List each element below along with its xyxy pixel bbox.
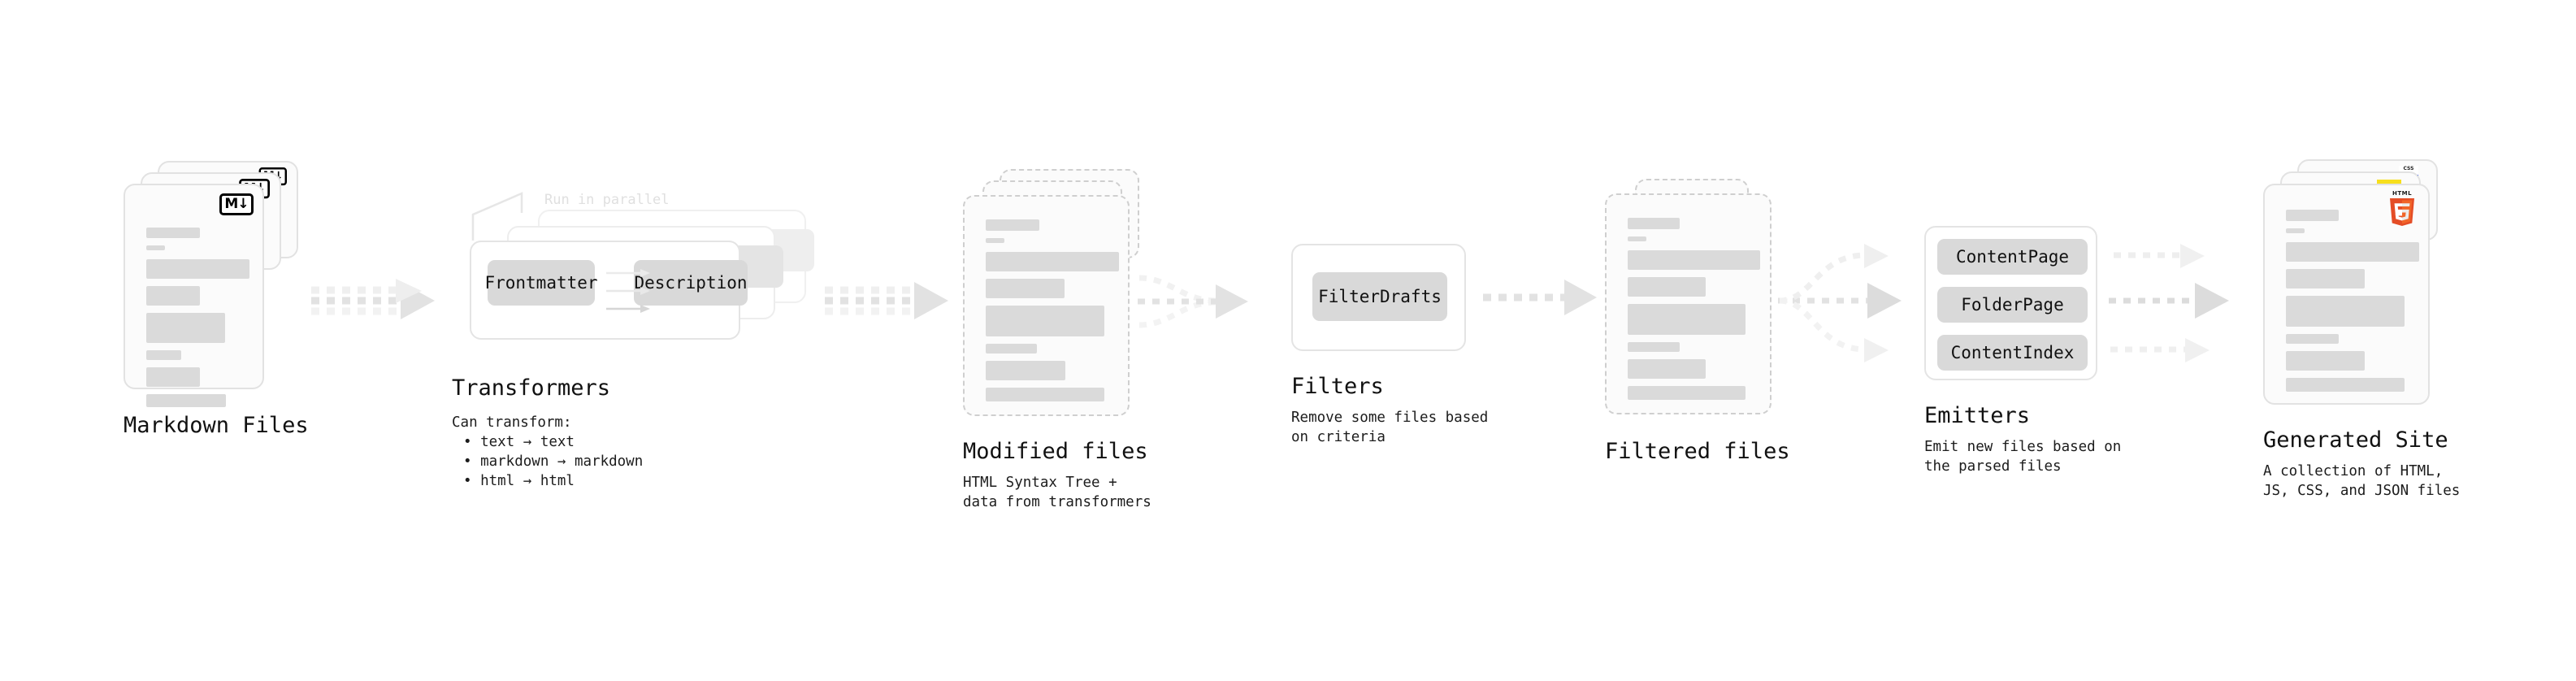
bar	[146, 313, 225, 343]
filtered-card-main	[1605, 193, 1772, 414]
modified-card-main	[963, 195, 1130, 416]
transformers-bullet-list: • text → text • markdown → markdown • ht…	[463, 432, 643, 491]
pill-folderpage[interactable]: FolderPage	[1937, 287, 2088, 323]
stage-title-filters: Filters	[1291, 374, 1384, 399]
bullet-item: • html → html	[463, 473, 575, 489]
bar	[986, 361, 1065, 380]
filters-box: FilterDrafts	[1291, 244, 1466, 351]
bar	[986, 344, 1037, 354]
annotation-run-in-parallel: Run in parallel	[544, 192, 670, 208]
bullet-item: • markdown → markdown	[463, 453, 644, 470]
bar	[2286, 228, 2305, 233]
bar	[1628, 342, 1680, 352]
html5-icon-label: HTML	[2392, 190, 2413, 197]
pill-contentindex[interactable]: ContentIndex	[1937, 335, 2088, 371]
stage-generated-site: CSS JS HTML	[2263, 159, 2460, 499]
bar	[986, 279, 1065, 298]
bar	[986, 306, 1104, 336]
bar	[2286, 351, 2365, 371]
bullet-item: • text → text	[463, 434, 575, 450]
bar	[2286, 210, 2339, 221]
bar	[986, 388, 1104, 401]
markdown-icon: M↓	[219, 193, 254, 215]
pill-frontmatter[interactable]: Frontmatter	[484, 260, 598, 306]
card-placeholder-bars	[2286, 210, 2419, 399]
bar	[1628, 236, 1646, 241]
stage-title-emitters: Emitters	[1924, 403, 2031, 428]
bar	[146, 394, 226, 407]
stage-filtered-files: Filtered files	[1605, 179, 1790, 464]
bar	[2286, 269, 2365, 288]
connector-arrow-5	[1778, 244, 1902, 362]
pill-filterdrafts[interactable]: FilterDrafts	[1312, 272, 1447, 321]
stage-title-markdown-files: Markdown Files	[124, 413, 309, 438]
bar	[2286, 378, 2405, 392]
stage-subtitle-generated-site: A collection of HTML, JS, CSS, and JSON …	[2263, 463, 2461, 499]
bar	[1628, 277, 1706, 297]
bar	[146, 245, 165, 250]
stage-title-filtered-files: Filtered files	[1605, 439, 1790, 464]
bar	[146, 228, 200, 238]
stage-markdown-files: M↓ M↓ M↓ Markdown Fi	[124, 161, 309, 438]
stage-subtitle-transformers: Can transform:	[452, 414, 572, 431]
bar	[1628, 386, 1746, 400]
stage-subtitle-filters: Remove some files based on criteria	[1291, 410, 1489, 445]
connector-arrow-4	[1483, 280, 1597, 315]
run-in-parallel-leader	[471, 192, 523, 241]
bar	[1628, 218, 1680, 229]
card-placeholder-bars	[146, 228, 249, 414]
bar	[2286, 242, 2419, 262]
bar	[986, 238, 1004, 243]
bar	[1628, 304, 1746, 335]
pill-description[interactable]: Description	[634, 260, 748, 306]
generated-card-main: HTML	[2263, 184, 2430, 405]
transformer-layer-main: Frontmatter Description	[470, 241, 748, 340]
stage-modified-files: Modified files HTML Syntax Tree + data f…	[963, 163, 1151, 510]
stage-subtitle-modified-files: HTML Syntax Tree + data from transformer…	[963, 475, 1151, 510]
emitters-box: ContentPage FolderPage ContentIndex	[1924, 226, 2097, 380]
bar	[146, 286, 200, 306]
stage-title-generated-site: Generated Site	[2263, 427, 2448, 453]
stage-title-transformers: Transformers	[452, 375, 611, 401]
modified-card-stack	[963, 163, 1139, 416]
bar	[146, 259, 249, 279]
markdown-card-main: M↓	[124, 184, 264, 407]
card-placeholder-bars	[1628, 218, 1760, 407]
stage-subtitle-emitters: Emit new files based on the parsed files	[1924, 439, 2122, 475]
bar	[2286, 296, 2405, 327]
bar	[2286, 334, 2339, 344]
connector-arrow-6	[2109, 244, 2229, 362]
card-placeholder-bars	[986, 219, 1119, 409]
connector-arrow-2	[825, 282, 948, 319]
html5-icon: HTML	[2386, 190, 2418, 228]
transformer-inner-arrows	[606, 269, 650, 313]
generated-card-stack: CSS JS HTML	[2263, 159, 2450, 411]
bar	[1628, 359, 1706, 379]
markdown-card-stack: M↓ M↓ M↓	[124, 161, 298, 413]
bar	[986, 252, 1119, 271]
bar	[986, 219, 1039, 231]
pill-contentpage[interactable]: ContentPage	[1937, 239, 2088, 275]
connector-arrow-3	[1138, 275, 1248, 328]
filtered-card-stack	[1605, 179, 1780, 423]
connector-arrow-1	[311, 279, 435, 319]
bar	[146, 350, 181, 360]
bar	[1628, 250, 1760, 270]
bar	[146, 367, 200, 387]
stage-title-modified-files: Modified files	[963, 439, 1148, 464]
